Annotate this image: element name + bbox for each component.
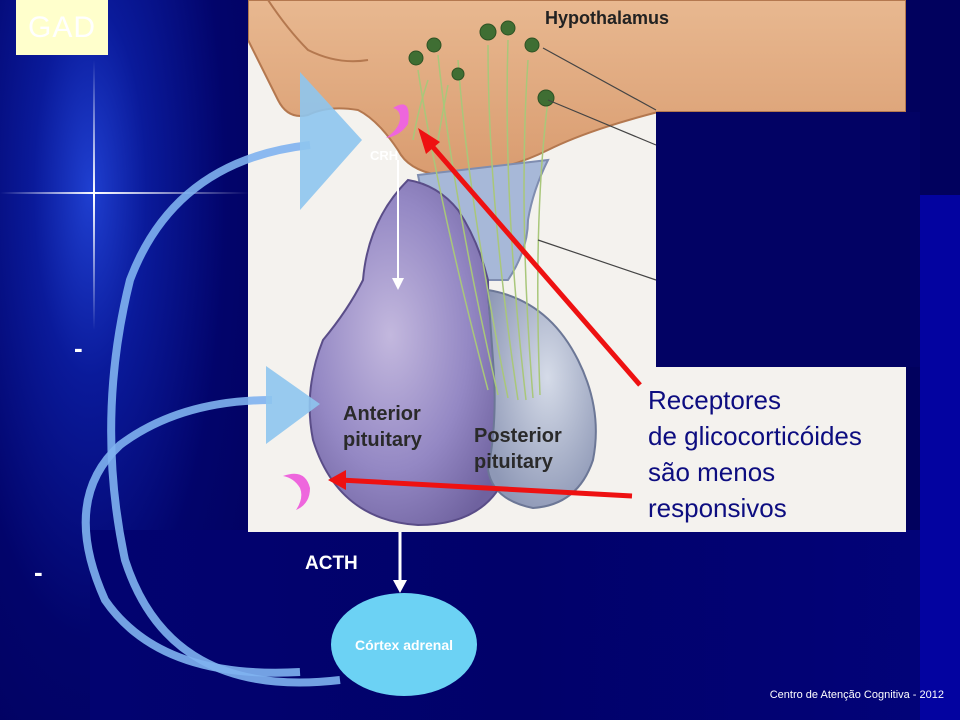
footer-credit: Centro de Atenção Cognitiva - 2012 (769, 689, 944, 701)
background-right-strip (920, 195, 960, 720)
red-arrow-hypothalamus (423, 136, 642, 387)
light-glint-vertical (93, 60, 95, 330)
feedback-arrowhead-hypothalamus (300, 72, 362, 210)
callout-line-2: de glicocorticóides (648, 421, 862, 451)
feedback-arc-inner (81, 396, 301, 677)
receptor-hypothalamus (386, 104, 409, 138)
nerve-fibers (412, 39, 549, 401)
neuron-cells (408, 20, 555, 107)
minus-sign-lower: - (34, 557, 43, 587)
red-arrow-pituitary (339, 477, 633, 499)
posterior-label-line1: Posterior (474, 425, 562, 447)
callout-line-1: Receptores (648, 385, 781, 415)
cortex-label: Córtex adrenal (354, 636, 454, 653)
posterior-pituitary-shape (486, 288, 597, 510)
light-glint-horizontal (0, 192, 250, 194)
anterior-label-line1: Anterior (343, 403, 421, 425)
dark-overlay-box (656, 112, 920, 367)
receptor-callout: Receptores de glicocorticóides são menos… (648, 382, 908, 526)
anterior-label-line2: pituitary (343, 429, 423, 451)
callout-line-3: são menos (648, 457, 776, 487)
posterior-label-line2: pituitary (474, 451, 554, 473)
callout-line-4: responsivos (648, 493, 787, 523)
background-lower (90, 530, 960, 720)
acth-label: ACTH (305, 553, 358, 574)
receptor-pituitary (283, 473, 310, 510)
adrenal-cortex-node: Córtex adrenal (331, 593, 477, 696)
hypothalamus-label: Hypothalamus (545, 8, 669, 28)
crh-label: CRH (370, 148, 398, 163)
minus-sign-upper: - (74, 333, 83, 363)
hypothalamus-shape (248, 0, 906, 177)
feedback-arrowhead-pituitary (266, 366, 320, 444)
gad-label: GAD (16, 0, 108, 55)
